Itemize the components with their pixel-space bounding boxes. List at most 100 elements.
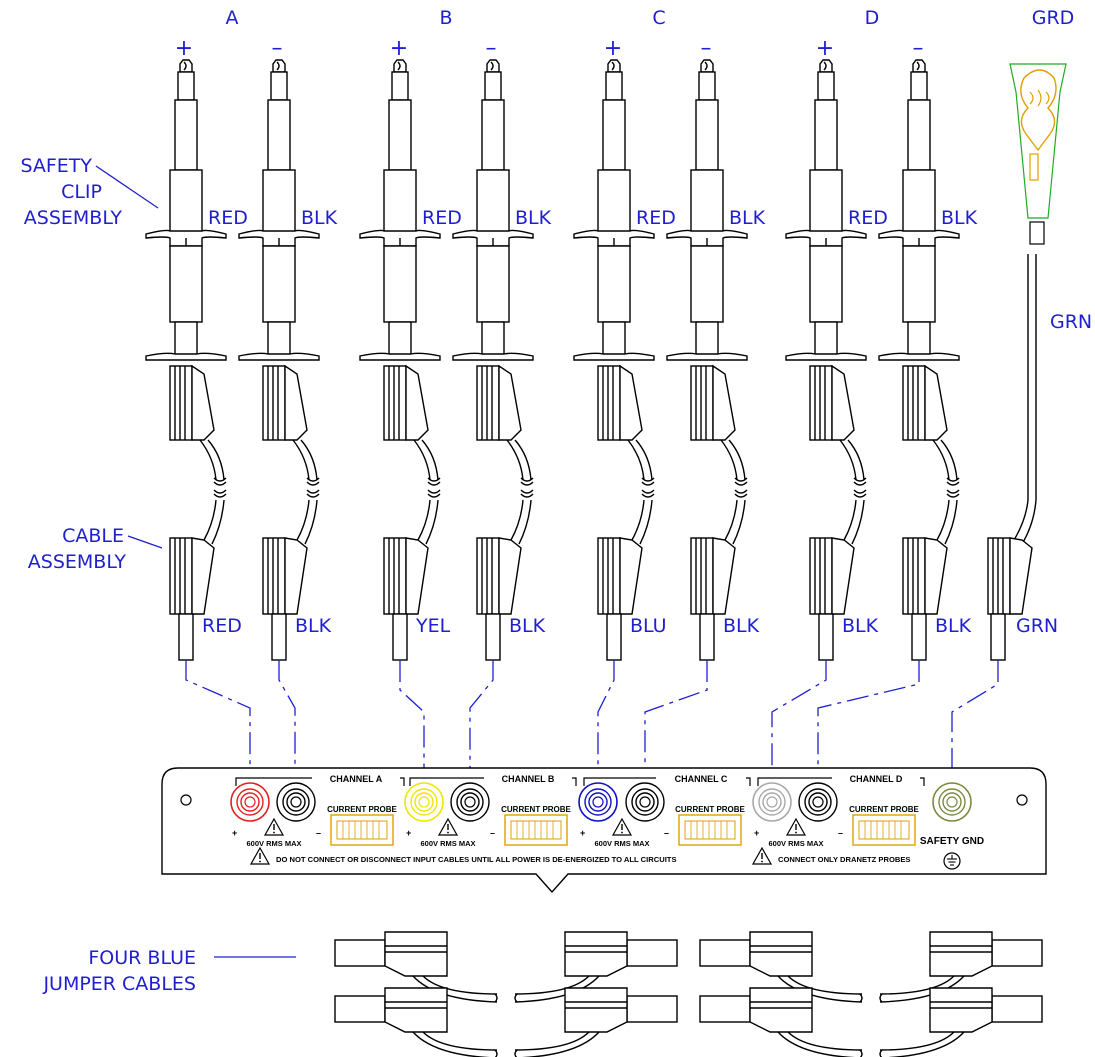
clip-label-a-pos: RED — [208, 207, 248, 229]
clip-label-c-pos: RED — [636, 207, 676, 229]
panel-plus-a: + — [232, 828, 237, 838]
panel-minus-d: – — [838, 828, 843, 838]
annotation-jumpers: FOUR BLUE JUMPER CABLES — [42, 947, 296, 995]
clip-label-c-neg: BLK — [729, 207, 766, 229]
rating-label-a: 600V RMS MAX — [246, 839, 301, 848]
connection-d-neg — [817, 660, 920, 795]
current-probe-connector-c[interactable] — [678, 814, 742, 846]
safety-clip-label-3: ASSEMBLY — [24, 207, 123, 229]
channel-d-label: CHANNEL D — [850, 774, 903, 784]
panel-plus-d: + — [754, 828, 759, 838]
safety-clip-assemblies — [145, 59, 960, 486]
connection-d-pos — [771, 660, 827, 795]
rating-label-c: 600V RMS MAX — [594, 839, 649, 848]
jack-d-neg[interactable] — [798, 782, 838, 822]
safety-clip-c-pos — [573, 59, 655, 486]
safety-ground-label: SAFETY GND — [920, 836, 984, 847]
clip-label-a-neg: BLK — [301, 207, 338, 229]
channel-a-label: CHANNEL A — [330, 774, 383, 784]
connection-b-pos — [399, 660, 425, 795]
cable-label-a-pos: RED — [202, 615, 242, 637]
safety-clip-a-pos — [145, 59, 227, 486]
cable-assembly-label-2: ASSEMBLY — [28, 551, 127, 573]
polarity-symbols: + – + – + – + – — [175, 36, 924, 61]
connection-lines — [185, 660, 999, 795]
clip-color-labels: RED BLK RED BLK RED BLK RED BLK GRN — [208, 207, 1092, 333]
connection-c-neg — [644, 660, 708, 795]
probe-note-text: CONNECT ONLY DRANETZ PROBES — [778, 855, 910, 864]
panel-plus-c: + — [580, 828, 585, 838]
jumper-cable-4 — [699, 987, 1043, 1057]
plus-symbol-a: + — [175, 36, 193, 61]
safety-clip-label-1: SAFETY — [20, 155, 92, 177]
jack-safety-ground[interactable] — [932, 782, 972, 822]
safety-clip-a-neg — [238, 59, 320, 486]
annotation-cable-assembly: CABLE ASSEMBLY — [28, 525, 163, 573]
connection-b-neg — [469, 660, 494, 795]
jack-c-neg[interactable] — [625, 782, 665, 822]
panel-minus-b: – — [490, 828, 495, 838]
plus-symbol-b: + — [390, 36, 408, 61]
jack-a-neg[interactable] — [276, 782, 316, 822]
minus-symbol-a: – — [272, 36, 283, 61]
plus-symbol-d: + — [816, 36, 834, 61]
clip-label-b-pos: RED — [422, 207, 462, 229]
instrument-panel: CHANNEL A CHANNEL B CHANNEL C CHANNEL D … — [161, 767, 1047, 894]
cable-label-d-neg: BLK — [935, 615, 972, 637]
mounting-hole-right — [1016, 794, 1028, 806]
ground-wire-label: GRN — [1050, 311, 1092, 333]
rating-label-b: 600V RMS MAX — [420, 839, 475, 848]
rating-label-d: 600V RMS MAX — [768, 839, 823, 848]
mounting-hole-left — [180, 794, 192, 806]
current-probe-connector-d[interactable] — [852, 814, 916, 846]
connection-a-pos — [185, 660, 251, 795]
jack-a-pos[interactable] — [230, 782, 270, 822]
plus-symbol-c: + — [604, 36, 622, 61]
cable-color-labels: RED BLK YEL BLK BLU BLK BLK BLK GRN — [202, 615, 1058, 637]
current-probe-label-d: CURRENT PROBE — [849, 805, 919, 814]
minus-symbol-b: – — [486, 36, 497, 61]
current-probe-connector-b[interactable] — [504, 814, 568, 846]
safety-clip-d-neg — [878, 59, 960, 486]
jack-b-pos[interactable] — [404, 782, 444, 822]
safety-clip-b-neg — [452, 59, 534, 486]
ground-letter: GRD — [1032, 7, 1075, 29]
jack-d-pos[interactable] — [752, 782, 792, 822]
current-probe-connector-a[interactable] — [330, 814, 394, 846]
minus-symbol-c: – — [701, 36, 712, 61]
connection-c-pos — [597, 660, 615, 795]
cable-label-b-pos: YEL — [415, 615, 451, 637]
cable-label-a-neg: BLK — [295, 615, 332, 637]
cable-label-c-neg: BLK — [723, 615, 760, 637]
jack-c-pos[interactable] — [578, 782, 618, 822]
channel-b-label: CHANNEL B — [502, 774, 555, 784]
jack-b-neg[interactable] — [450, 782, 490, 822]
channel-letters: A B C D GRD — [226, 7, 1075, 29]
connection-ground — [951, 660, 999, 795]
cable-label-c-pos: BLU — [630, 615, 667, 637]
clip-label-d-pos: RED — [848, 207, 888, 229]
safety-clip-c-neg — [666, 59, 748, 486]
channel-c-label: CHANNEL C — [675, 774, 728, 784]
channel-letter-c: C — [652, 7, 665, 29]
clip-label-b-neg: BLK — [515, 207, 552, 229]
current-probe-label-b: CURRENT PROBE — [501, 805, 571, 814]
current-probe-label-a: CURRENT PROBE — [327, 805, 397, 814]
safety-clip-label-2: CLIP — [61, 181, 102, 203]
jumpers-label-2: JUMPER CABLES — [42, 973, 196, 995]
safety-clip-d-pos — [785, 59, 867, 486]
ground-clip — [987, 63, 1067, 661]
cable-label-d-pos: BLK — [842, 615, 879, 637]
ground-cable-label: GRN — [1016, 615, 1058, 637]
safety-clip-b-pos — [359, 59, 441, 486]
current-probe-label-c: CURRENT PROBE — [675, 805, 745, 814]
cable-label-b-neg: BLK — [509, 615, 546, 637]
panel-minus-a: – — [316, 828, 321, 838]
jumpers-label-1: FOUR BLUE — [88, 947, 196, 969]
cable-assembly-label-1: CABLE — [62, 525, 124, 547]
clip-label-d-neg: BLK — [941, 207, 978, 229]
cable-assemblies — [169, 489, 960, 661]
panel-plus-b: + — [406, 828, 411, 838]
minus-symbol-d: – — [913, 36, 924, 61]
